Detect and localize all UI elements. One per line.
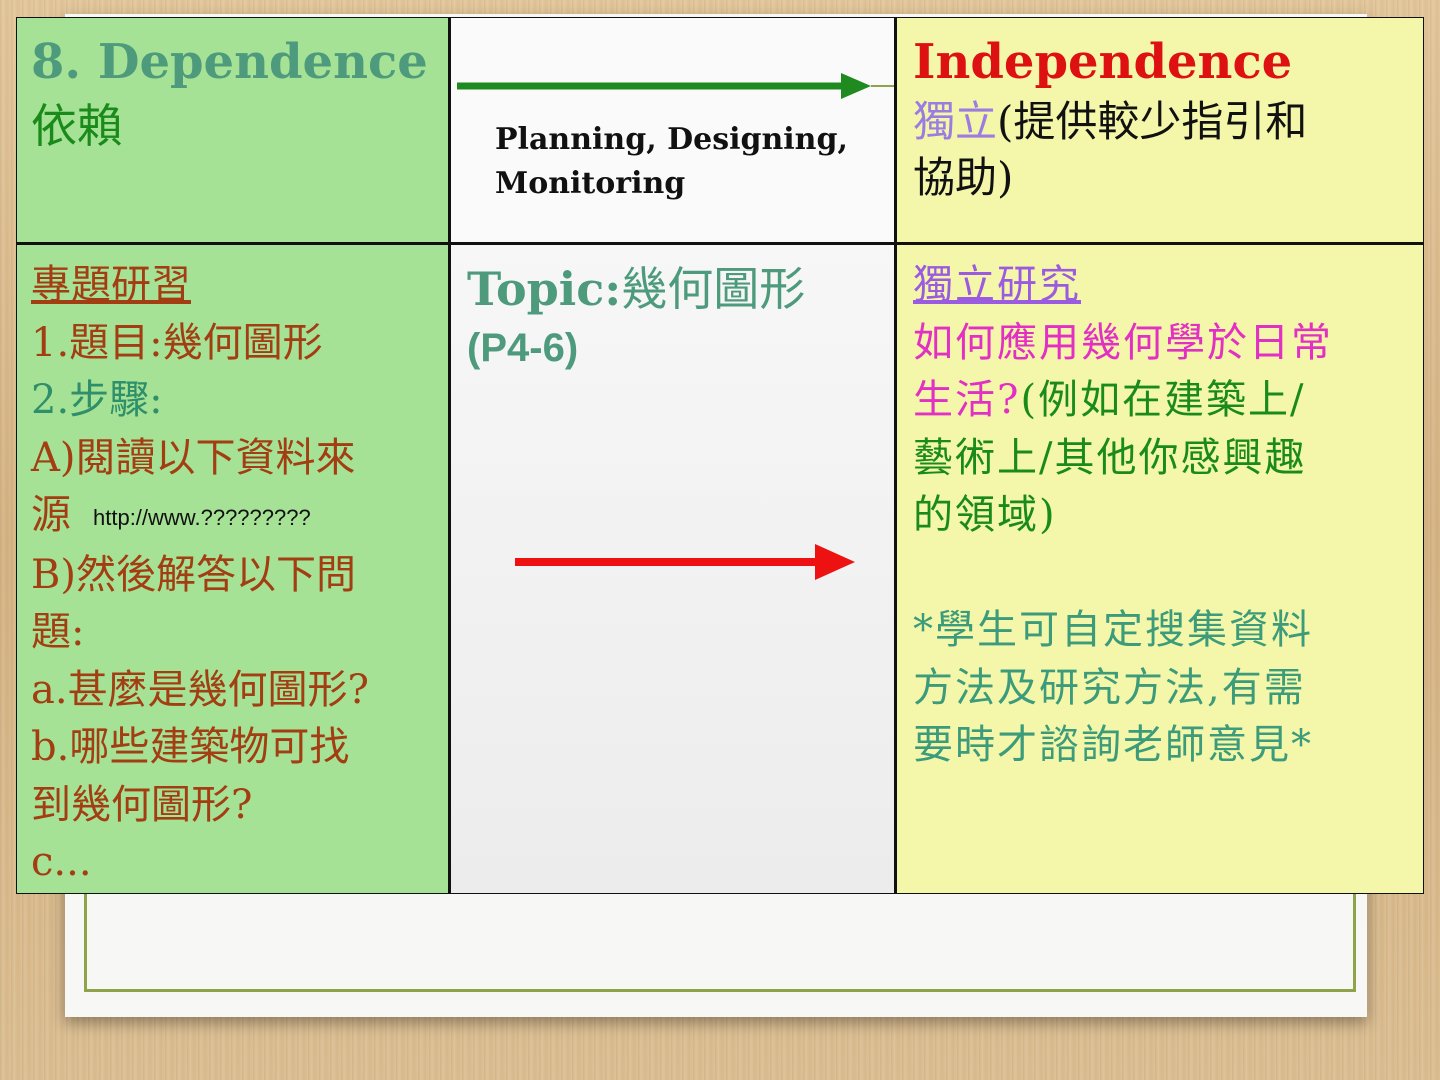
study-question-line2: 生活?(例如在建築上/ xyxy=(913,372,1413,430)
grade-level: (P4-6) xyxy=(467,326,579,370)
independence-zh: 獨立(提供較少指引和 協助) xyxy=(913,94,1403,206)
question-a: a.甚麼是幾何圖形? xyxy=(31,666,370,713)
topic-zh: 幾何圖形 xyxy=(621,262,806,316)
independence-zh-line2: 協助) xyxy=(913,153,1014,202)
study-question-end: 生活? xyxy=(913,377,1021,423)
question-c: c... xyxy=(31,839,92,886)
project-heading: 專題研習 xyxy=(31,262,191,308)
cell-independence: Independence 獨立(提供較少指引和 協助) xyxy=(897,18,1423,245)
study-example-line3: 的領域) xyxy=(913,492,1057,538)
dependence-zh: 依賴 xyxy=(31,99,123,153)
study-heading: 獨立研究 xyxy=(913,262,1081,308)
step-topic: 1.題目:幾何圖形 xyxy=(31,319,323,366)
topic-title: Topic:幾何圖形 xyxy=(467,259,805,319)
step-a-source-zh: 源 xyxy=(31,492,71,538)
process-line-2: Monitoring xyxy=(495,166,686,201)
cell-process: Planning, Designing, Monitoring xyxy=(451,18,897,245)
cell-topic: Topic:幾何圖形 (P4-6) xyxy=(451,245,897,893)
topic-label: Topic: xyxy=(467,262,622,316)
cell-dependence: 8. Dependence 依賴 xyxy=(17,18,451,245)
note-line1: *學生可自定搜集資料 xyxy=(913,607,1313,653)
step-a-source: 源 http://www.????????? xyxy=(31,487,448,547)
cell-independent-study: 獨立研究 如何應用幾何學於日常 生活?(例如在建築上/ 藝術上/其他你感興趣 的… xyxy=(897,245,1423,893)
question-b: b.哪些建築物可找 xyxy=(31,724,350,771)
dependence-title: 8. Dependence xyxy=(31,34,428,90)
process-line-1: Planning, Designing, xyxy=(495,122,848,157)
green-arrow-icon xyxy=(457,73,894,99)
step-b: B)然後解答以下問 xyxy=(31,551,356,598)
step-label: 2.步驟: xyxy=(31,377,163,423)
note-line3: 要時才諮詢老師意見* xyxy=(913,722,1313,768)
question-b-cont: 到幾何圖形? xyxy=(31,781,253,828)
study-example-line2: 藝術上/其他你感興趣 xyxy=(913,434,1307,481)
study-question-line1: 如何應用幾何學於日常 xyxy=(913,319,1333,366)
step-a: A)閱讀以下資料來 xyxy=(31,434,356,481)
independence-title: Independence xyxy=(913,34,1293,90)
red-arrow-icon xyxy=(515,544,855,580)
study-example-start: (例如在建築上/ xyxy=(1020,377,1306,423)
cell-project-steps: 專題研習 1.題目:幾何圖形 2.步驟: A)閱讀以下資料來 源 http://w… xyxy=(17,245,451,893)
process-label: Planning, Designing, Monitoring xyxy=(495,118,848,206)
source-url-link[interactable]: http://www.????????? xyxy=(93,505,311,531)
note-line2: 方法及研究方法,有需 xyxy=(913,664,1306,711)
spacer xyxy=(913,545,1413,603)
step-b-cont: 題: xyxy=(31,609,85,656)
independence-zh-highlight: 獨立 xyxy=(913,97,998,146)
independence-zh-rest: (提供較少指引和 xyxy=(997,97,1308,146)
